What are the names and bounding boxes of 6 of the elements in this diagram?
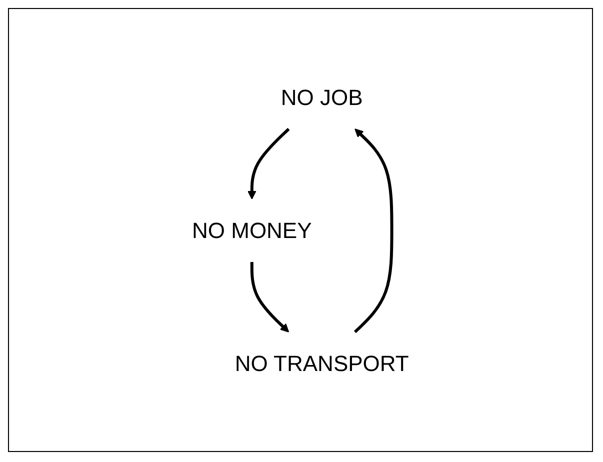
node-text: NO JOB bbox=[280, 84, 363, 110]
node-text: NO MONEY bbox=[192, 217, 312, 242]
arrow bbox=[250, 262, 290, 332]
arrow bbox=[248, 127, 290, 199]
arrow bbox=[354, 128, 394, 333]
node-text: NO TRANSPORT bbox=[234, 350, 409, 376]
